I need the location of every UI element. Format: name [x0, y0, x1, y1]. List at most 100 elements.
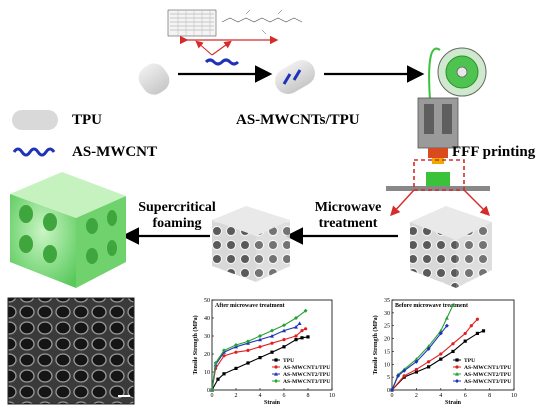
data-point-s2-8: [294, 325, 298, 329]
data-point-s2-7: [282, 328, 286, 333]
data-point-s0-7: [282, 345, 286, 349]
x-tick-label: 8: [307, 393, 310, 399]
data-point-s3-4: [426, 346, 431, 351]
y-tick-label: 30: [384, 311, 390, 317]
data-point-s0-7: [475, 331, 479, 336]
series-2: [390, 303, 455, 392]
series-line-2: [391, 304, 454, 391]
data-point-s2-6: [444, 316, 449, 320]
y-tick-label: 0: [387, 388, 390, 394]
data-point-s3-legend: [455, 379, 459, 383]
series-line-3: [211, 310, 306, 391]
data-point-s3-5: [258, 334, 262, 338]
data-point-s1-2: [222, 354, 226, 358]
data-point-s2-5: [258, 337, 262, 342]
x-tick-label: 4: [259, 393, 262, 399]
plot-frame: [211, 299, 333, 391]
x-tick-label: 2: [235, 393, 238, 399]
data-point-s3-2: [402, 368, 407, 373]
data-point-s0-5: [258, 356, 262, 360]
legend-label: AS-MWCNT2/TPU: [283, 372, 330, 378]
as-mwcnt-legend-label: AS-MWCNT: [72, 144, 157, 160]
legend-entry-3: AS-MWCNT3/TPU: [272, 379, 330, 385]
data-point-s1-3: [427, 360, 431, 364]
legend-label: AS-MWCNT2/TPU: [464, 372, 511, 378]
y-tick-label: 0: [207, 388, 210, 394]
data-point-s1-1: [402, 374, 406, 378]
y-tick-label: 50: [204, 298, 210, 304]
tpu-pellet-icon: [138, 63, 170, 95]
data-point-s3-3: [234, 343, 238, 347]
data-point-s3-0: [210, 388, 214, 392]
series-3: [210, 308, 308, 392]
data-point-s1-4: [246, 348, 250, 352]
x-tick-label: 2: [415, 393, 418, 399]
y-tick-label: 20: [204, 352, 210, 358]
data-point-s2-9: [297, 321, 302, 325]
data-point-s3-6: [444, 323, 449, 328]
data-point-s1-legend: [455, 365, 459, 369]
legend-entry-2: AS-MWCNT2/TPU: [272, 372, 330, 378]
data-point-s0-4: [246, 361, 250, 365]
data-point-s0-3: [234, 366, 238, 370]
data-point-s3-1: [396, 373, 401, 378]
legend-entry-0: TPU: [453, 358, 475, 364]
data-point-s0-8: [481, 329, 486, 333]
y-tick-label: 10: [384, 362, 390, 368]
data-point-s0-8: [294, 338, 298, 342]
fff-printing-label: FFF printing: [452, 144, 536, 160]
data-point-s1-2: [414, 367, 418, 372]
plot-frame: [391, 299, 515, 391]
data-point-s3-6: [270, 328, 274, 333]
data-point-s0-6: [270, 350, 274, 354]
legend-entry-0: TPU: [272, 358, 294, 364]
data-point-s0-legend: [455, 358, 459, 362]
data-point-s2-legend: [455, 372, 459, 376]
y-tick-label: 40: [204, 316, 210, 322]
data-point-s0-4: [439, 357, 443, 361]
y-tick-label: 5: [387, 375, 390, 381]
data-point-s3-2: [222, 348, 226, 353]
data-point-s1-10: [304, 327, 308, 331]
data-point-s1-4: [439, 352, 443, 356]
lattice-scaffold-icon: [410, 206, 492, 288]
sem-micrograph-icon: [7, 297, 135, 405]
data-point-s3-3: [414, 359, 419, 364]
x-tick-label: 6: [464, 393, 467, 399]
data-point-s1-6: [270, 341, 274, 345]
legend-entry-1: AS-MWCNT1/TPU: [272, 365, 330, 371]
legend-label: AS-MWCNT1/TPU: [464, 365, 511, 371]
series-3: [390, 323, 449, 392]
x-tick-label: 4: [439, 393, 442, 399]
data-point-s0-5: [451, 349, 455, 354]
data-point-s1-3: [234, 350, 238, 354]
data-point-s1-9: [300, 329, 304, 333]
data-point-s0-legend: [274, 358, 278, 362]
data-point-s0-1: [216, 377, 220, 381]
data-point-s0-2: [414, 370, 418, 374]
y-tick-label: 30: [204, 334, 210, 340]
data-point-s2-3: [414, 357, 419, 361]
x-tick-label: 10: [329, 393, 335, 399]
y-tick-label: 20: [384, 337, 390, 343]
data-point-s3-7: [282, 323, 286, 328]
legend-label: TPU: [283, 358, 294, 364]
y-axis-label: Tensile Strength (MPa): [372, 315, 379, 374]
data-point-s0-3: [427, 365, 431, 369]
green-foam-icon: [10, 172, 126, 288]
legend-label: AS-MWCNT3/TPU: [464, 379, 511, 385]
composite-label: AS-MWCNTs/TPU: [236, 112, 360, 128]
chart-title: Before microwave treatment: [395, 303, 468, 309]
data-point-s3-9: [303, 308, 308, 313]
legend-entry-1: AS-MWCNT1/TPU: [453, 365, 511, 371]
series-1: [390, 317, 479, 392]
data-point-s2-legend: [274, 372, 278, 376]
y-tick-label: 25: [384, 324, 390, 330]
data-point-s1-7: [469, 324, 473, 328]
